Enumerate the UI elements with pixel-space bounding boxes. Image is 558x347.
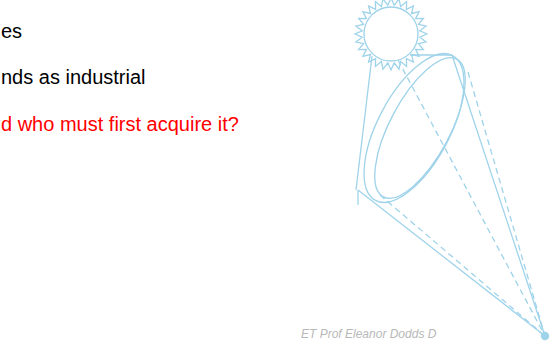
question-text: d who must first acquire it? [0,113,240,136]
converging-ray [358,190,545,336]
bullet-text: nds as industrial [0,66,147,89]
bullet-text: es [0,20,23,43]
footer-text: ET Prof Eleanor Dodds D [300,328,437,342]
lens-edge [357,190,358,205]
lens-inner [357,45,483,211]
converging-ray [452,55,545,336]
dashed-ray [468,72,545,336]
dashed-ray [380,195,545,336]
light-ray [410,54,452,55]
focal-point [542,333,549,340]
sun-disc [364,7,418,61]
lens-outer [344,39,485,218]
optical-axis [398,60,545,336]
sun-rays [355,0,427,70]
